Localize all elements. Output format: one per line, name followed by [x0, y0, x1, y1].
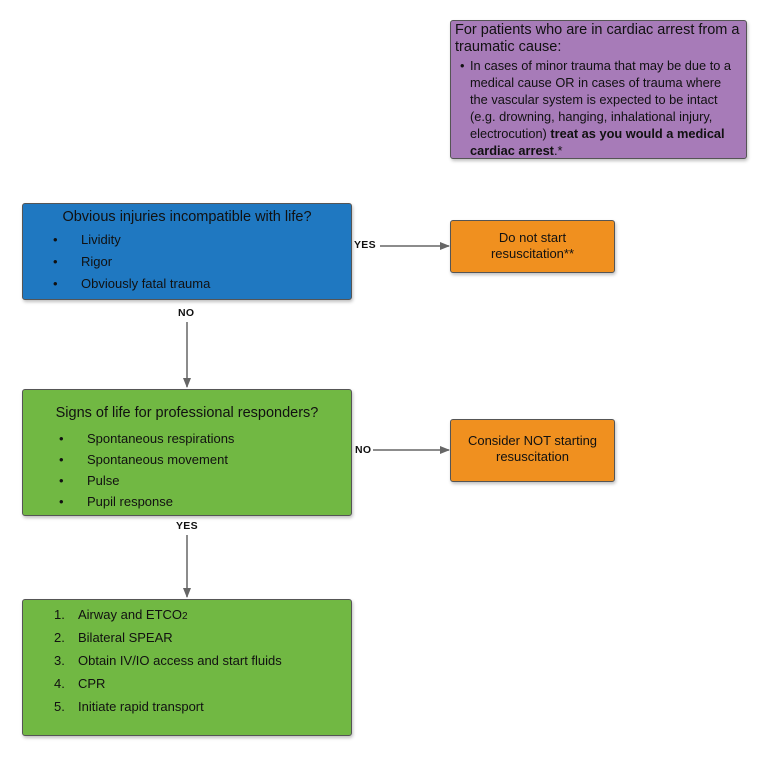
label-yes-injuries: YES	[354, 239, 376, 251]
subscript-2: 2	[182, 611, 188, 622]
injuries-list: •Lividity •Rigor •Obviously fatal trauma	[53, 229, 210, 295]
note-bullet: In cases of minor trauma that may be due…	[460, 57, 740, 159]
note-bullet-bold: treat as you would a medical cardiac arr…	[470, 126, 725, 158]
injuries-title: Obvious injuries incompatible with life?	[62, 209, 312, 225]
list-item: 5.Initiate rapid transport	[54, 699, 204, 714]
steps-list: 1.Airway and ETCO2 2.Bilateral SPEAR 3.O…	[54, 603, 282, 718]
consider-line1: Consider NOT starting	[467, 433, 598, 448]
signs-title: Signs of life for professional responder…	[55, 405, 319, 421]
list-item: •Pulse	[59, 473, 120, 488]
traumatic-arrest-note: For patients who are in cardiac arrest f…	[450, 20, 747, 159]
note-bullet-text: In cases of minor trauma that may be due…	[470, 58, 732, 141]
resuscitation-steps-box: 1.Airway and ETCO2 2.Bilateral SPEAR 3.O…	[22, 599, 352, 736]
do-not-start-line1: Do not start	[498, 230, 567, 245]
list-item: •Rigor	[53, 254, 113, 269]
label-yes-signs: YES	[176, 520, 198, 532]
note-title: For patients who are in cardiac arrest f…	[455, 22, 740, 55]
list-item: •Pupil response	[59, 494, 173, 509]
list-item: •Lividity	[53, 232, 121, 247]
label-no-signs: NO	[355, 444, 372, 456]
label-no-injuries: NO	[178, 307, 195, 319]
list-item: 4.CPR	[54, 676, 106, 691]
signs-of-life-decision-box: Signs of life for professional responder…	[22, 389, 352, 516]
list-item: 2.Bilateral SPEAR	[54, 630, 173, 645]
consider-line2: resuscitation	[496, 449, 569, 464]
injuries-decision-box: Obvious injuries incompatible with life?…	[22, 203, 352, 300]
do-not-start-line2: resuscitation**	[490, 246, 575, 261]
list-item: 1.Airway and ETCO2	[54, 607, 188, 622]
list-item: 3.Obtain IV/IO access and start fluids	[54, 653, 282, 668]
consider-not-starting-box: Consider NOT starting resuscitation	[450, 419, 615, 482]
list-item: •Spontaneous movement	[59, 452, 228, 467]
list-item: •Spontaneous respirations	[59, 431, 235, 446]
do-not-start-box: Do not start resuscitation**	[450, 220, 615, 273]
note-bullet-end: .*	[553, 143, 563, 158]
list-item: •Obviously fatal trauma	[53, 276, 211, 291]
note-list: In cases of minor trauma that may be due…	[455, 57, 740, 159]
signs-list: •Spontaneous respirations •Spontaneous m…	[59, 428, 234, 512]
